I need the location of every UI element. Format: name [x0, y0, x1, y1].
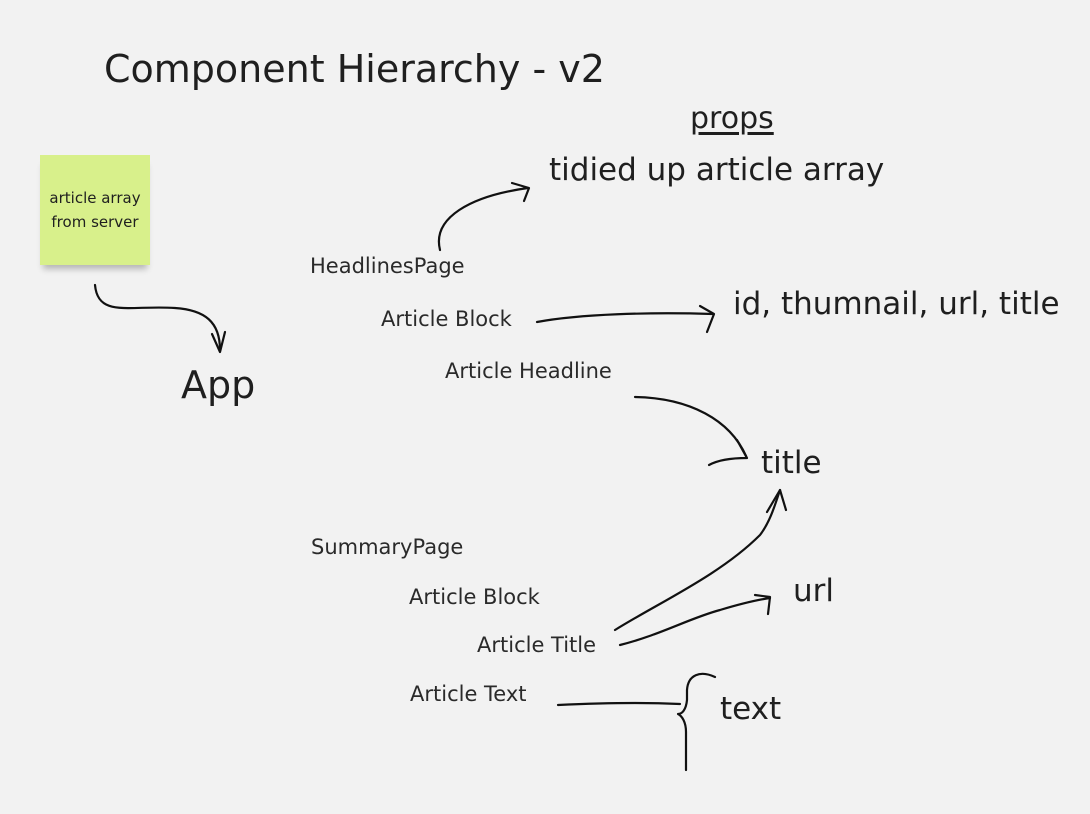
article-text-component[interactable]: Article Text [410, 682, 527, 706]
sticky-note[interactable]: article array from server [40, 155, 150, 265]
arrow-sticky-to-app-head [210, 330, 227, 354]
arrow-headlines-to-array [437, 186, 530, 252]
prop-text[interactable]: text [720, 691, 782, 727]
arrow-article-title-to-title [613, 488, 782, 632]
arrow-headlines-to-array-head [510, 181, 531, 203]
arrow-block-to-fields-head [698, 304, 716, 334]
article-title-component[interactable]: Article Title [477, 633, 597, 657]
arrow-article-title-to-url [618, 596, 772, 647]
arrow-article-title-to-title-head [765, 488, 788, 514]
page-title: Component Hierarchy - v2 [104, 47, 605, 91]
prop-tidied-article-array[interactable]: tidied up article array [549, 152, 885, 188]
arrow-headline-to-title-head [707, 438, 749, 467]
props-heading: props [690, 101, 774, 136]
prop-url[interactable]: url [793, 573, 835, 609]
headlines-page-component[interactable]: HeadlinesPage [310, 254, 465, 278]
arrow-article-title-to-url-head [753, 593, 772, 616]
summary-article-block-component[interactable]: Article Block [409, 585, 540, 609]
arrow-headline-to-title [633, 395, 748, 458]
prop-block-fields[interactable]: id, thumnail, url, title [733, 286, 1060, 322]
arrow-block-to-fields [535, 312, 715, 324]
prop-title[interactable]: title [761, 445, 822, 481]
arrow-article-text-to-text [556, 701, 682, 707]
app-component[interactable]: App [181, 363, 256, 407]
sticky-note-text: article array from server [49, 189, 141, 231]
headlines-article-block-component[interactable]: Article Block [381, 307, 512, 331]
summary-page-component[interactable]: SummaryPage [311, 535, 464, 559]
brace-text [676, 672, 717, 772]
article-headline-component[interactable]: Article Headline [445, 359, 612, 383]
arrow-sticky-to-app [93, 283, 222, 352]
